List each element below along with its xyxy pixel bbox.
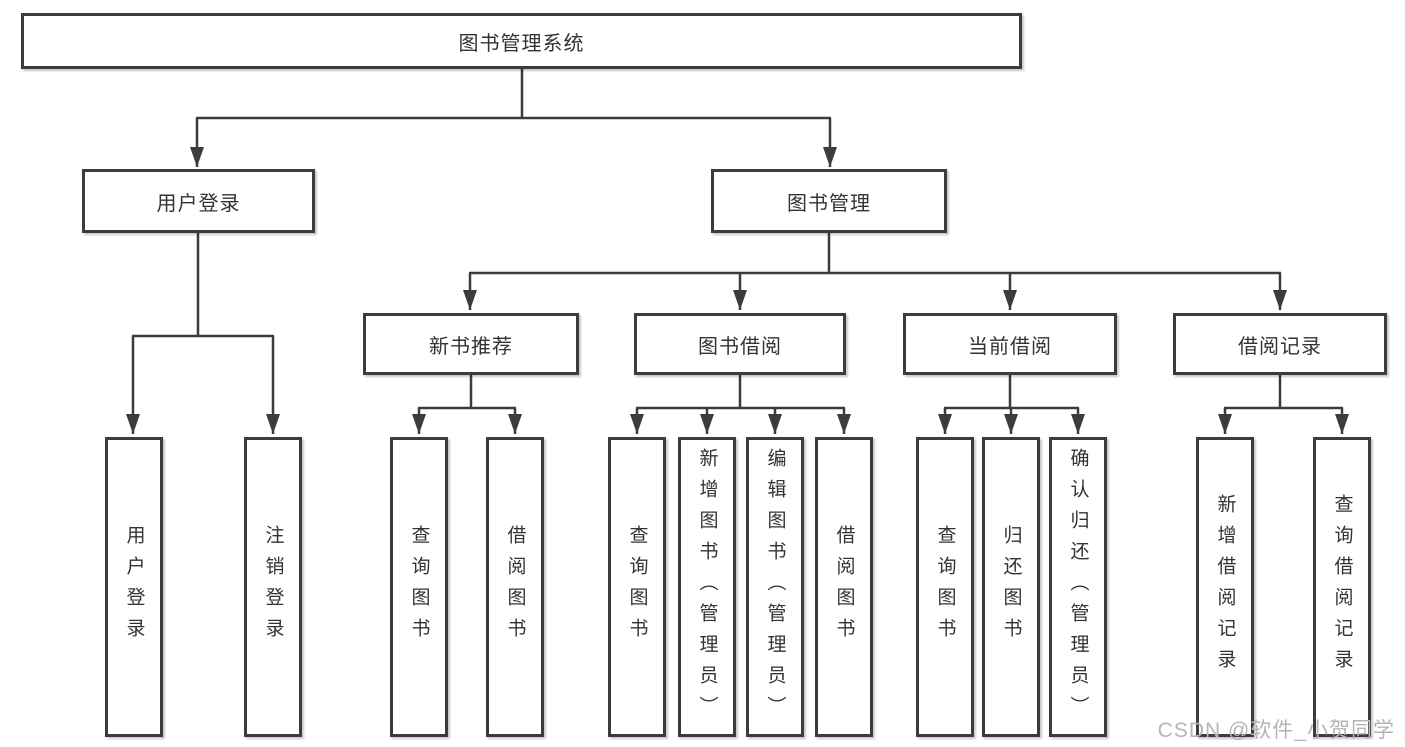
leaf-borrow-books-recommend: 借阅图书 — [486, 437, 544, 737]
leaf-label: 查询图书 — [934, 525, 956, 649]
leaf-borrow-books-borrowing: 借阅图书 — [815, 437, 873, 737]
leaf-confirm-return-admin: 确认归还（管理员） — [1049, 437, 1107, 737]
leaf-edit-book-admin: 编辑图书（管理员） — [746, 437, 804, 737]
leaf-label: 注销登录 — [262, 525, 284, 649]
leaf-user-login: 用户登录 — [105, 437, 163, 737]
leaf-query-borrow-record: 查询借阅记录 — [1313, 437, 1371, 737]
leaf-label: 借阅图书 — [504, 525, 526, 649]
csdn-watermark: CSDN @软件_小贺同学 — [1157, 719, 1395, 742]
leaf-label: 确认归还（管理员） — [1067, 447, 1089, 727]
leaf-label: 查询图书 — [626, 525, 648, 649]
leaf-label: 新增图书（管理员） — [696, 447, 718, 727]
node-library-system: 图书管理系统 — [21, 13, 1022, 69]
leaf-add-borrow-record: 新增借阅记录 — [1196, 437, 1254, 737]
leaf-query-books-current: 查询图书 — [916, 437, 974, 737]
leaf-label: 查询借阅记录 — [1331, 494, 1353, 680]
node-book-borrowing: 图书借阅 — [634, 313, 846, 375]
node-current-borrowing: 当前借阅 — [903, 313, 1117, 375]
leaf-label: 查询图书 — [408, 525, 430, 649]
node-book-management: 图书管理 — [711, 169, 947, 233]
leaf-logout: 注销登录 — [244, 437, 302, 737]
leaf-label: 用户登录 — [123, 525, 145, 649]
node-user-login: 用户登录 — [82, 169, 315, 233]
leaf-add-book-admin: 新增图书（管理员） — [678, 437, 736, 737]
node-borrowing-records: 借阅记录 — [1173, 313, 1387, 375]
leaf-label: 借阅图书 — [833, 525, 855, 649]
leaf-return-books: 归还图书 — [982, 437, 1040, 737]
leaf-label: 新增借阅记录 — [1214, 494, 1236, 680]
node-new-book-recommend: 新书推荐 — [363, 313, 579, 375]
leaf-query-books-borrowing: 查询图书 — [608, 437, 666, 737]
leaf-query-books-recommend: 查询图书 — [390, 437, 448, 737]
leaf-label: 编辑图书（管理员） — [764, 447, 786, 727]
leaf-label: 归还图书 — [1000, 525, 1022, 649]
